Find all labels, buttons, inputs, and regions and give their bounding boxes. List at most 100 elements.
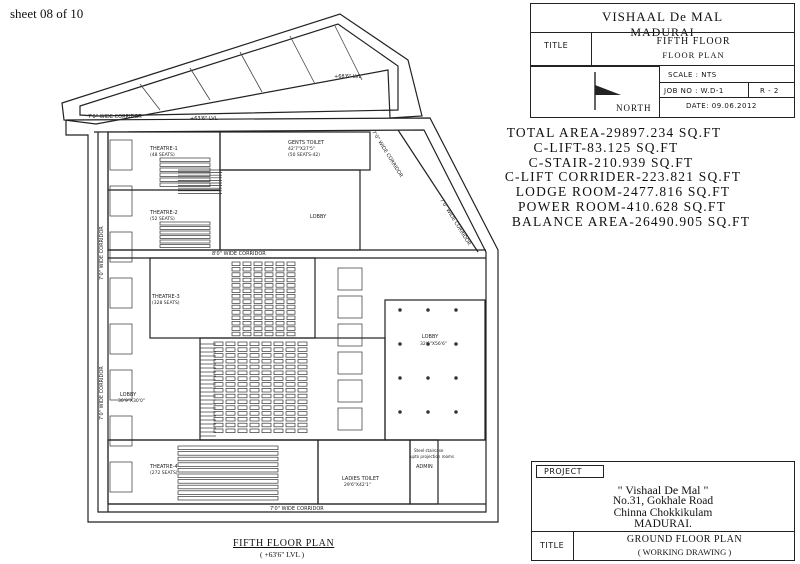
seat <box>286 331 296 337</box>
seat <box>249 353 260 358</box>
seat <box>225 411 236 416</box>
gents-toilet-label: GENTS TOILET <box>288 140 325 146</box>
seat <box>261 364 272 370</box>
seat <box>213 405 224 410</box>
seat <box>213 428 224 433</box>
seat <box>242 331 252 337</box>
area-total: TOTAL AREA-29897.234 SQ.FT <box>506 125 722 140</box>
seat <box>264 310 274 315</box>
seat <box>237 347 248 352</box>
project-label-box <box>536 465 604 478</box>
seat <box>249 428 260 433</box>
seat <box>237 399 248 404</box>
seat <box>253 315 263 320</box>
seat <box>253 267 263 272</box>
north-cell <box>530 66 660 118</box>
project-address-2: Chinna Chokkikulam <box>613 507 713 519</box>
seat-row <box>159 172 211 177</box>
seat <box>213 417 224 422</box>
drawing-title-1: FIFTH FLOOR <box>656 36 731 47</box>
seat <box>273 417 284 422</box>
seat <box>264 288 274 293</box>
seat <box>253 310 263 315</box>
seat <box>261 341 272 346</box>
seat <box>286 288 296 293</box>
seat <box>253 331 263 337</box>
column <box>454 308 458 312</box>
seat <box>242 272 252 277</box>
seat <box>285 353 296 358</box>
seat <box>231 261 241 266</box>
seat <box>264 272 274 277</box>
seat <box>237 393 248 399</box>
seat <box>261 353 272 358</box>
theatre1-seats: (48 SEATS) <box>150 152 175 158</box>
project-title-1: GROUND FLOOR PLAN <box>626 534 743 545</box>
seat <box>261 422 272 428</box>
seat-row <box>159 230 211 235</box>
seat <box>264 304 274 310</box>
seat <box>297 382 308 387</box>
north-label: NORTH <box>616 103 652 113</box>
area-c-lift: C-LIFT-83.125 SQ.FT <box>533 139 679 155</box>
seat <box>231 326 241 331</box>
ladies-toilet-label: LADIES TOILET <box>342 476 380 482</box>
seat <box>249 370 260 375</box>
theatre3-seats: (328 SEATS) <box>152 300 180 306</box>
seat <box>237 341 248 346</box>
revision: R - 2 <box>760 87 779 95</box>
seat <box>253 304 263 310</box>
room <box>337 407 363 431</box>
seat <box>273 399 284 404</box>
seat <box>285 370 296 375</box>
corridor-mid-label: 8'0" WIDE CORRIDOR <box>212 251 266 257</box>
seat-row <box>177 462 279 467</box>
seat <box>261 405 272 410</box>
gents-toilet-dim: 42'7"X27'5" <box>288 146 315 152</box>
seat <box>285 347 296 352</box>
seat <box>286 326 296 331</box>
side-room <box>109 277 133 309</box>
seat <box>275 299 285 304</box>
gents-toilet-sub: (50 SEATS-42) <box>288 152 320 158</box>
seat <box>273 428 284 433</box>
seat <box>225 353 236 358</box>
seat <box>213 376 224 381</box>
seat <box>249 364 260 370</box>
seat <box>264 277 274 283</box>
seat <box>285 399 296 404</box>
seat <box>242 299 252 304</box>
rule-2 <box>660 97 795 98</box>
seat-row <box>159 244 211 248</box>
theatre3-label: THEATRE-3 <box>151 294 180 300</box>
seat <box>249 341 260 346</box>
seat <box>297 399 308 404</box>
corridor-left-top-label: 7'0" WIDE CORRIDOR <box>99 226 105 280</box>
theatre1-label: THEATRE-1 <box>149 146 178 152</box>
seat <box>213 353 224 358</box>
seat <box>213 411 224 416</box>
seat <box>273 376 284 381</box>
corridor-left-bottom-label: 7'0" WIDE CORRIDOR <box>99 366 105 420</box>
seat <box>285 411 296 416</box>
seat <box>249 422 260 428</box>
theatre4-seats: (272 SEATS) <box>150 470 178 476</box>
seat <box>261 428 272 433</box>
seat <box>213 422 224 428</box>
seat <box>213 382 224 387</box>
seat <box>261 399 272 404</box>
seat <box>285 376 296 381</box>
seat <box>297 359 308 364</box>
seat <box>264 315 274 320</box>
seat <box>225 370 236 375</box>
seat <box>261 393 272 399</box>
plan-level: ( +63'6" LVL ) <box>260 550 305 559</box>
seat <box>297 376 308 381</box>
seat-row <box>159 235 211 239</box>
seat <box>286 321 296 326</box>
seat-row <box>177 445 279 450</box>
seat <box>286 272 296 277</box>
column <box>426 376 430 380</box>
steel-stair-note-1: Steel staircase <box>414 448 444 453</box>
seat <box>242 283 252 288</box>
